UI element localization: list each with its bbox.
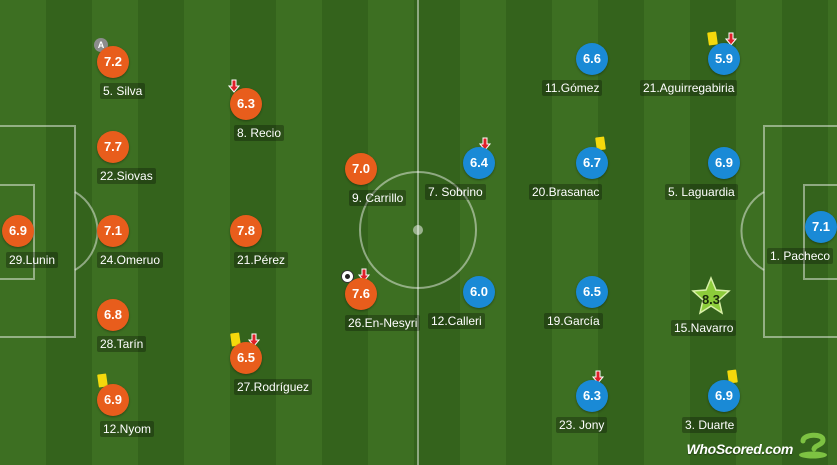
logo-text: WhoScored.com (686, 441, 793, 457)
rating-badge: 7.1 (805, 211, 837, 243)
rating-badge: 5.9 (708, 43, 740, 75)
player-name: 9. Carrillo (349, 190, 407, 206)
player-name: 29.Lunin (6, 252, 59, 268)
rating-badge: 6.9 (97, 384, 129, 416)
player-name: 15.Navarro (671, 320, 737, 336)
rating-badge: 7.1 (97, 215, 129, 247)
player-name: 7. Sobrino (425, 184, 486, 200)
man-of-the-match-star: 8.3 (691, 276, 731, 315)
rating-badge: 6.9 (2, 215, 34, 247)
rating-badge: 7.6 (345, 278, 377, 310)
rating-badge: 6.6 (576, 43, 608, 75)
yellow-card-icon (707, 31, 718, 46)
rating-badge: 6.9 (708, 147, 740, 179)
player-name: 12.Calleri (428, 313, 485, 329)
player-name: 3. Duarte (682, 417, 738, 433)
rating-badge: 6.0 (463, 276, 495, 308)
player-name: 26.En-Nesyri (345, 315, 421, 331)
rating-badge: 6.5 (576, 276, 608, 308)
player-name: 21.Aguirregabiria (640, 80, 738, 96)
rating-badge: 6.7 (576, 147, 608, 179)
rating-badge: 7.7 (97, 131, 129, 163)
player-name: 12.Nyom (100, 421, 155, 437)
player-name: 5. Silva (100, 83, 146, 99)
rating-badge: 6.3 (576, 380, 608, 412)
player-name: 20.Brasanac (529, 184, 603, 200)
rating-badge: 7.8 (230, 215, 262, 247)
sub-off-arrow-icon (228, 79, 240, 93)
rating-badge: 6.3 (230, 88, 262, 120)
player-name: 19.García (544, 313, 603, 329)
player-name: 11.Gómez (542, 80, 603, 96)
player-name: 5. Laguardia (665, 184, 738, 200)
question-mark-logo-icon (799, 432, 827, 459)
sub-off-arrow-icon (725, 32, 737, 46)
player-name: 1. Pacheco (767, 248, 834, 264)
rating-value: 8.3 (701, 292, 721, 307)
player-name: 27.Rodríguez (234, 379, 313, 395)
rating-badge: 6.5 (230, 342, 262, 374)
rating-badge: 6.8 (97, 299, 129, 331)
goal-ball-icon (341, 270, 354, 283)
player-name: 22.Siovas (97, 168, 156, 184)
whoscored-logo[interactable]: WhoScored.com (686, 432, 831, 459)
player-name: 24.Omeruo (97, 252, 164, 268)
player-name: 28.Tarín (97, 336, 147, 352)
rating-badge: 7.0 (345, 153, 377, 185)
rating-badge: 7.2 (97, 46, 129, 78)
rating-badge: 6.9 (708, 380, 740, 412)
player-name: 23. Jony (556, 417, 608, 433)
player-name: 21.Pérez (234, 252, 289, 268)
player-name: 8. Recio (234, 125, 285, 141)
rating-badge: 6.4 (463, 147, 495, 179)
star-icon (691, 276, 731, 315)
